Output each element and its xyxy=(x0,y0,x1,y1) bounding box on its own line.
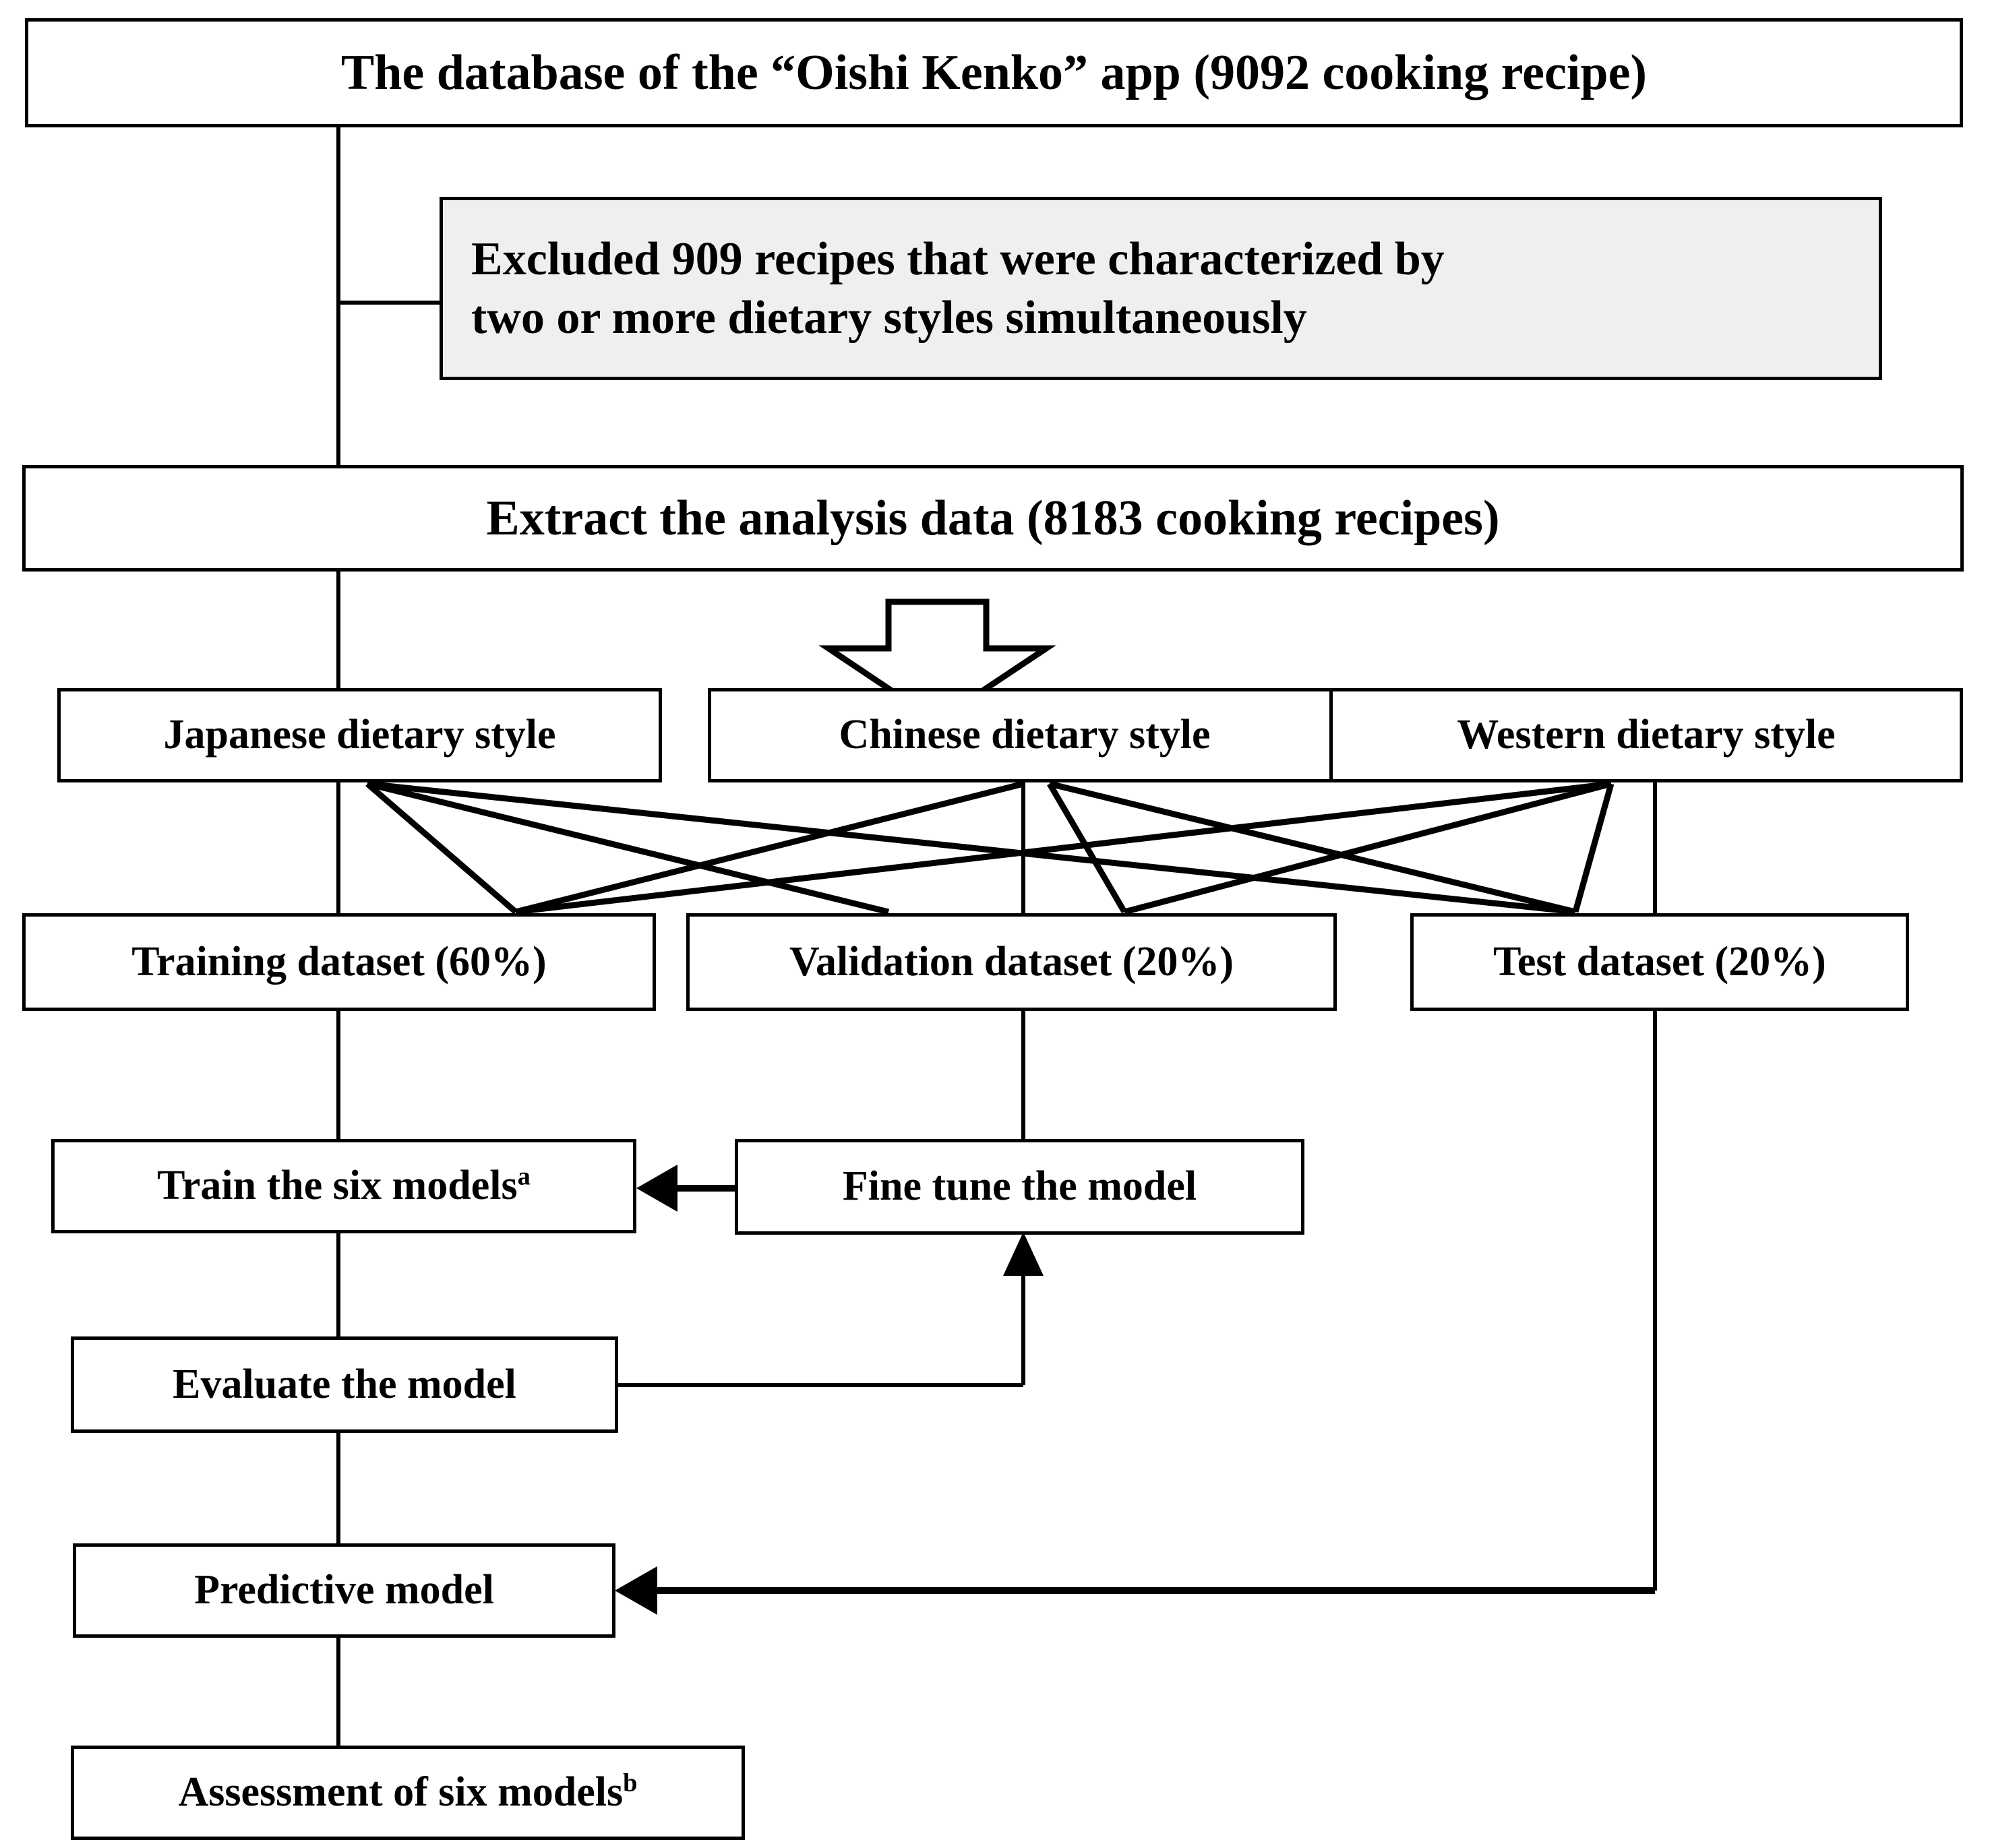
node-assessment-six-models-footnote: b xyxy=(623,1768,638,1797)
node-validation-dataset: Validation dataset (20%) xyxy=(686,913,1337,1011)
wire-chinese-to-training xyxy=(514,780,1025,915)
node-test-dataset: Test dataset (20%) xyxy=(1410,913,1909,1011)
node-assessment-six-models-text: Assessment of six models xyxy=(178,1769,624,1816)
arrowhead-left-to-predictive xyxy=(615,1566,657,1615)
wire-japanese-to-test xyxy=(367,780,1576,915)
node-training-dataset-label: Training dataset (60%) xyxy=(131,938,547,985)
node-excluded-recipes: Excluded 909 recipes that were character… xyxy=(440,197,1882,380)
wire-western-to-test xyxy=(1572,782,1615,913)
node-fine-tune-model-label: Fine tune the model xyxy=(842,1163,1197,1210)
node-database-label: The database of the “Oishi Kenko” app (9… xyxy=(340,44,1648,100)
node-japanese-dietary-style-label: Japanese dietary style xyxy=(163,712,556,758)
node-train-six-models-footnote: a xyxy=(517,1162,531,1191)
node-extract-analysis-data-label: Extract the analysis data (8183 cooking … xyxy=(486,490,1500,546)
node-database: The database of the “Oishi Kenko” app (9… xyxy=(25,18,1963,127)
node-assessment-six-models: Assessment of six modelsb xyxy=(71,1746,745,1840)
wire-chinese-to-validation xyxy=(1047,782,1127,914)
node-western-dietary-style-label: Western dietary style xyxy=(1457,712,1836,758)
node-predictive-model-label: Predictive model xyxy=(194,1567,494,1613)
node-validation-dataset-label: Validation dataset (20%) xyxy=(789,938,1234,985)
node-western-dietary-style: Western dietary style xyxy=(1329,688,1963,782)
node-assessment-six-models-label: Assessment of six modelsb xyxy=(167,1766,650,1819)
node-train-six-models-text: Train the six models xyxy=(157,1163,518,1209)
wire-western-to-validation xyxy=(1123,780,1612,915)
node-predictive-model: Predictive model xyxy=(73,1543,615,1638)
node-train-six-models: Train the six modelsa xyxy=(51,1139,636,1233)
node-excluded-line1: Excluded 909 recipes that were character… xyxy=(471,233,1445,285)
node-excluded-recipes-label: Excluded 909 recipes that were character… xyxy=(443,230,1879,348)
node-evaluate-model: Evaluate the model xyxy=(71,1336,618,1433)
wire-japanese-to-validation xyxy=(366,780,890,915)
wire-chinese-to-test xyxy=(1048,780,1577,915)
node-chinese-dietary-style-label: Chinese dietary style xyxy=(839,712,1211,758)
node-extract-analysis-data: Extract the analysis data (8183 cooking … xyxy=(22,465,1964,572)
node-chinese-dietary-style: Chinese dietary style xyxy=(708,688,1341,782)
arrowhead-up-to-finetune xyxy=(1003,1232,1044,1276)
node-test-dataset-label: Test dataset (20%) xyxy=(1493,938,1826,985)
node-excluded-line2: two or more dietary styles simultaneousl… xyxy=(471,292,1307,344)
arrowhead-left-to-train xyxy=(636,1165,677,1212)
node-train-six-models-label: Train the six modelsa xyxy=(145,1160,543,1212)
node-fine-tune-model: Fine tune the model xyxy=(735,1139,1304,1235)
node-training-dataset: Training dataset (60%) xyxy=(22,913,656,1011)
wire-western-to-training xyxy=(515,780,1612,915)
wire-japanese-to-training xyxy=(365,781,518,915)
node-evaluate-model-label: Evaluate the model xyxy=(173,1361,516,1407)
node-japanese-dietary-style: Japanese dietary style xyxy=(57,688,662,782)
